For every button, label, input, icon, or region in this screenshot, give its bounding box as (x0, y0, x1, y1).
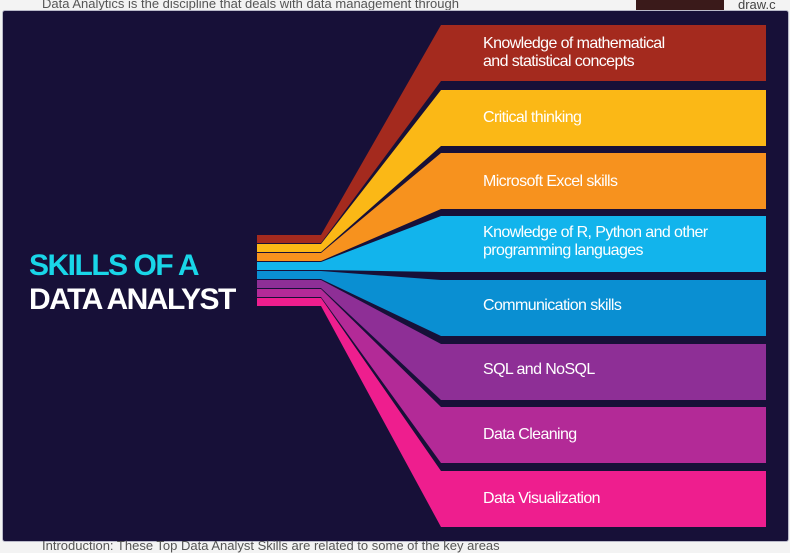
background-dark-bar (636, 0, 724, 10)
background-article-text-bottom: Introduction: These Top Data Analyst Ski… (42, 538, 500, 553)
title-line-2: DATA ANALYST (29, 283, 236, 316)
skill-label-communication: Communication skills (483, 297, 622, 314)
branch-diagram (257, 25, 766, 527)
skill-label-math-stats: Knowledge of mathematical and statistica… (483, 35, 665, 70)
skill-label-programming: Knowledge of R, Python and other program… (483, 224, 708, 259)
skill-label-sql-nosql: SQL and NoSQL (483, 361, 595, 378)
branch-math-stats (257, 25, 766, 243)
background-article-text-right: draw.c (738, 0, 776, 12)
skill-label-critical-thinking: Critical thinking (483, 109, 582, 126)
branch-programming (257, 216, 766, 272)
branch-data-visualization (257, 298, 766, 527)
branch-communication (257, 271, 766, 336)
branch-sql-nosql (257, 280, 766, 400)
background-article-text-top: Data Analytics is the discipline that de… (42, 0, 459, 11)
branch-critical-thinking (257, 90, 766, 252)
branch-data-cleaning (257, 289, 766, 463)
infographic-title: SKILLS OF A DATA ANALYST (29, 249, 236, 317)
skill-label-data-visualization: Data Visualization (483, 490, 601, 507)
title-line-1: SKILLS OF A (29, 249, 200, 282)
branch-group (257, 25, 766, 527)
skill-label-excel: Microsoft Excel skills (483, 173, 618, 190)
branch-excel (257, 153, 766, 261)
skill-label-data-cleaning: Data Cleaning (483, 426, 577, 443)
skills-infographic: SKILLS OF A DATA ANALYST Knowledge of ma… (2, 10, 789, 542)
